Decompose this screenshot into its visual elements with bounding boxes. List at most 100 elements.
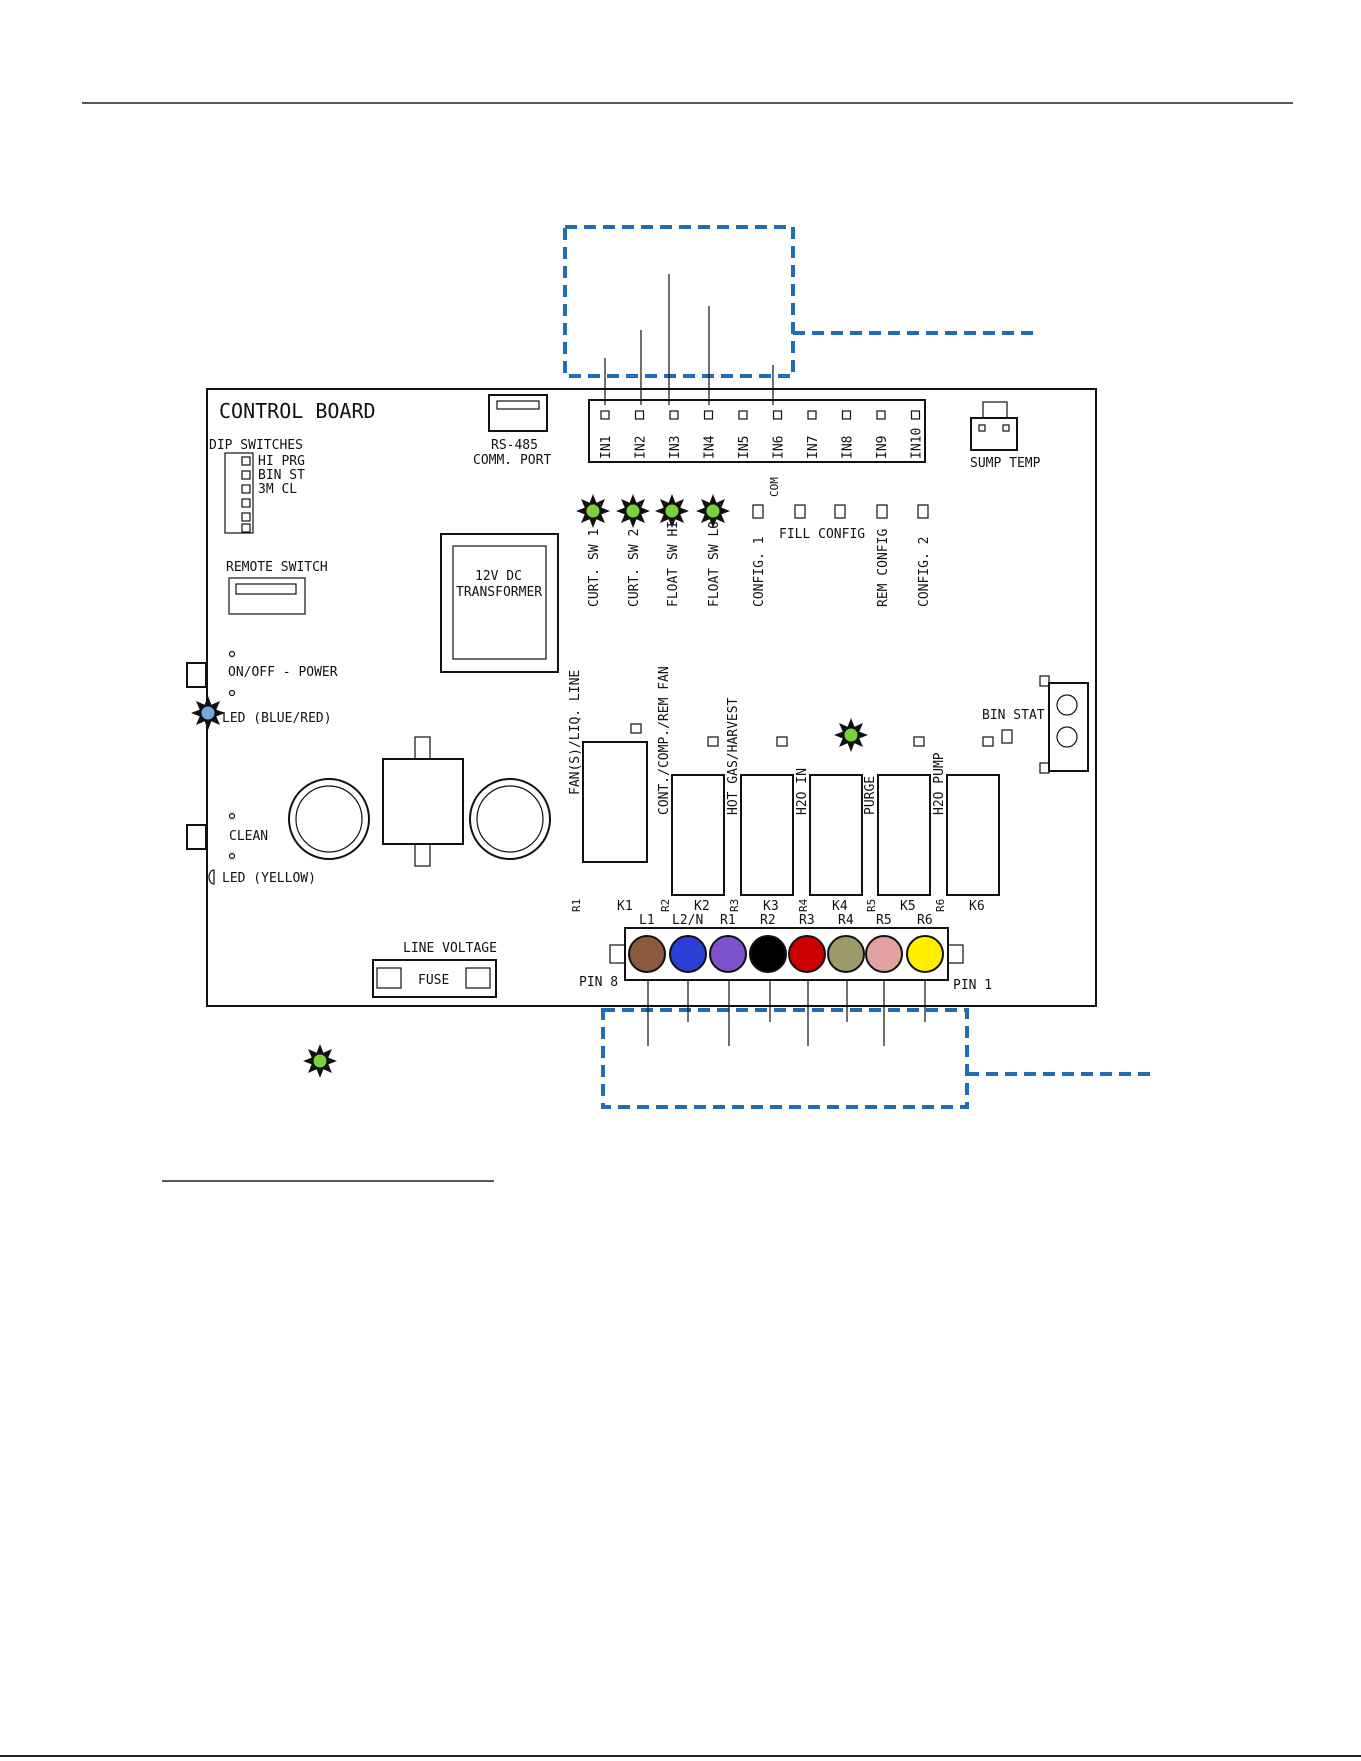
terminal-pin-label: R6	[917, 913, 933, 928]
transformer-label-2: TRANSFORMER	[456, 585, 542, 600]
terminal-pin-r5[interactable]: R5	[865, 913, 903, 973]
input-pin-label: IN4	[703, 435, 718, 459]
rs485-label: RS-485	[491, 438, 538, 453]
relay-k-label: K5	[900, 899, 916, 914]
terminal-pin-label: L2/N	[672, 913, 703, 928]
remote-switch-connector[interactable]	[228, 577, 306, 615]
relay-led-lit	[834, 718, 868, 752]
terminal-pin-r1[interactable]: R1	[709, 913, 747, 973]
relay-function-label: HOT GAS/HARVEST	[726, 697, 741, 815]
input-pin-label: IN1	[599, 436, 614, 459]
input-pin-in7	[807, 410, 817, 420]
line-voltage-label: LINE VOLTAGE	[403, 941, 497, 956]
input-pin-label: IN10	[910, 428, 925, 459]
sump-temp-connector[interactable]	[970, 401, 1018, 451]
relay-function-label: PURGE	[863, 776, 878, 815]
transformer	[440, 533, 559, 673]
terminal-pin-label: R1	[720, 913, 736, 928]
input-pin-in1	[600, 410, 610, 420]
input-led-label: CURT. SW 2	[627, 529, 642, 607]
input-pin-in8	[841, 410, 852, 420]
input-led-label: FLOAT SW LO	[707, 521, 722, 607]
terminal-block	[609, 927, 964, 981]
input-callout-box	[563, 225, 795, 378]
bin-stat-connector[interactable]	[1039, 675, 1089, 774]
fill-config-label: FILL CONFIG	[779, 527, 865, 542]
clean-label: CLEAN	[229, 829, 268, 844]
dip-label-hi-prg: HI PRG	[258, 454, 305, 469]
input-led-label: REM CONFIG	[876, 529, 891, 607]
input-led-lit	[655, 494, 689, 528]
fuse-label: FUSE	[418, 973, 449, 988]
clean-switch[interactable]	[186, 812, 236, 860]
input-led	[794, 504, 806, 519]
input-pin-in2	[634, 410, 645, 420]
power-switch[interactable]	[186, 650, 236, 697]
relay-led	[913, 736, 925, 747]
input-led-lit	[696, 494, 730, 528]
terminal-pin-r2[interactable]: R2	[749, 913, 787, 973]
dip-switches-title: DIP SWITCHES	[209, 438, 303, 453]
relay-led	[630, 723, 642, 734]
input-led	[752, 504, 764, 519]
relay-led	[776, 736, 788, 747]
input-led-lit	[616, 494, 650, 528]
board-outline	[206, 388, 1097, 1007]
input-pin-label: IN9	[875, 436, 890, 459]
center-component	[382, 736, 464, 867]
remote-switch-label: REMOTE SWITCH	[226, 560, 328, 575]
input-pin-label: IN3	[668, 436, 683, 459]
terminal-pin-r3[interactable]: R3	[788, 913, 826, 973]
terminal-pin-r4[interactable]: R4	[827, 913, 865, 973]
terminal-pin-label: R5	[876, 913, 892, 928]
input-pin-in6	[772, 410, 783, 420]
input-pin-label: IN5	[737, 436, 752, 459]
bin-stat-label: BIN STAT	[982, 708, 1045, 723]
rs485-port[interactable]	[488, 394, 548, 432]
clean-led-label: LED (YELLOW)	[222, 871, 316, 886]
board-title: CONTROL BOARD	[219, 399, 376, 423]
relay-k-label: K3	[763, 899, 779, 914]
relay-r-label: R2	[659, 899, 672, 912]
rs485-label-2: COMM. PORT	[473, 453, 551, 468]
dip-switch-block[interactable]	[224, 452, 254, 534]
terminal-callout-box	[601, 1008, 969, 1109]
terminal-pin-label: R2	[760, 913, 776, 928]
relay-led	[982, 736, 994, 747]
input-led	[917, 504, 929, 519]
relay-function-label: H2O PUMP	[932, 752, 947, 815]
power-led-label: LED (BLUE/RED)	[222, 711, 332, 726]
input-callout-leads	[604, 274, 774, 405]
input-led-label: CONFIG. 2	[917, 537, 932, 607]
relay-k-label: K6	[969, 899, 985, 914]
relay-k5: PURGE R5 K5	[863, 736, 931, 914]
terminal-pin-r6[interactable]: R6	[906, 913, 944, 973]
terminal-pins: L1 L2/N R1 R2 R3 R4 R5 R6	[628, 913, 944, 973]
power-led	[191, 696, 225, 730]
input-pin-in10	[910, 410, 921, 420]
relay-function-label: CONT./COMP./REM FAN	[657, 666, 672, 815]
relay-r-label: R6	[934, 899, 947, 912]
capacitor-left	[288, 778, 370, 860]
relay-r-label: R5	[865, 899, 878, 912]
relay-k-label: K1	[617, 899, 633, 914]
terminal-pin-l1[interactable]: L1	[628, 913, 666, 973]
power-led-star	[191, 696, 225, 730]
input-led-label: FLOAT SW HI	[666, 521, 681, 607]
clean-led	[208, 869, 215, 885]
fuse-holder[interactable]	[372, 959, 497, 998]
relay-r-label: R1	[570, 899, 583, 912]
terminal-pin-label: L1	[639, 913, 655, 928]
input-pin-in4	[703, 410, 714, 420]
terminal-pin-label: R3	[799, 913, 815, 928]
relay-k6: H2O PUMP R6 K6	[932, 736, 1000, 914]
terminal-callout-leads	[647, 980, 926, 1046]
terminal-pin-l2-n[interactable]: L2/N	[669, 913, 707, 973]
